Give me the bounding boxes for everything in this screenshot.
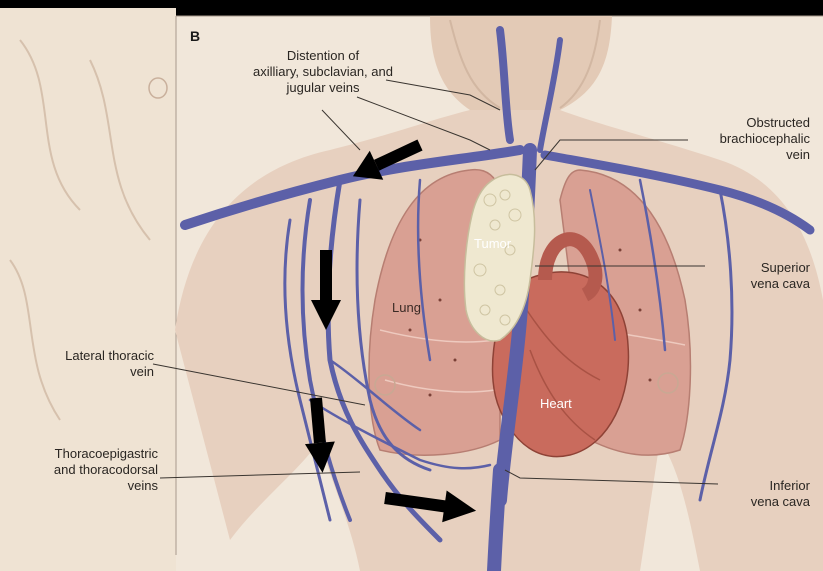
label-thoracoepigastric: Thoracoepigastric and thoracodorsal vein… [18, 446, 158, 494]
panel-letter: B [190, 28, 200, 44]
label-superior-vena-cava: Superior vena cava [700, 260, 810, 292]
label-inferior-vena-cava: Inferior vena cava [700, 478, 810, 510]
label-tumor: Tumor [474, 236, 511, 252]
label-heart: Heart [540, 396, 572, 412]
label-lateral-thoracic-vein: Lateral thoracic vein [30, 348, 154, 380]
label-lung: Lung [392, 300, 421, 316]
label-obstructed-brachiocephalic: Obstructed brachiocephalic vein [690, 115, 810, 163]
label-distention: Distention of axilliary, subclavian, and… [218, 48, 428, 96]
